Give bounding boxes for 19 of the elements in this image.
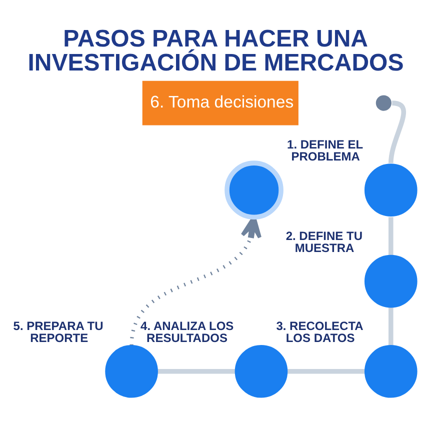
connector xyxy=(157,368,236,374)
connector xyxy=(388,217,394,256)
node-circle xyxy=(105,344,158,398)
connector xyxy=(287,368,366,374)
node-circle xyxy=(364,344,418,398)
node-circle xyxy=(234,344,288,398)
node-label: 2. DEFINE TU MUESTRA xyxy=(286,228,363,255)
node-box: 6. Toma decisiones xyxy=(142,80,298,126)
node-label: 4. ANALIZA LOS RESULTADOS xyxy=(140,318,234,345)
node-label: 1. DEFINE EL PROBLEMA xyxy=(287,138,364,164)
diagram-title: PASOS PARA HACER UNA INVESTIGACIÓN DE MERCADOS xyxy=(28,26,404,77)
node-label: 3. RECOLECTA LOS DATOS xyxy=(276,318,364,345)
connector xyxy=(388,100,406,164)
node-circle xyxy=(364,164,418,216)
connector xyxy=(388,307,394,346)
node-circle xyxy=(376,95,392,111)
node-circle xyxy=(224,160,284,220)
node-circle xyxy=(364,254,418,308)
node-label: 5. PREPARA TU REPORTE xyxy=(13,318,104,345)
